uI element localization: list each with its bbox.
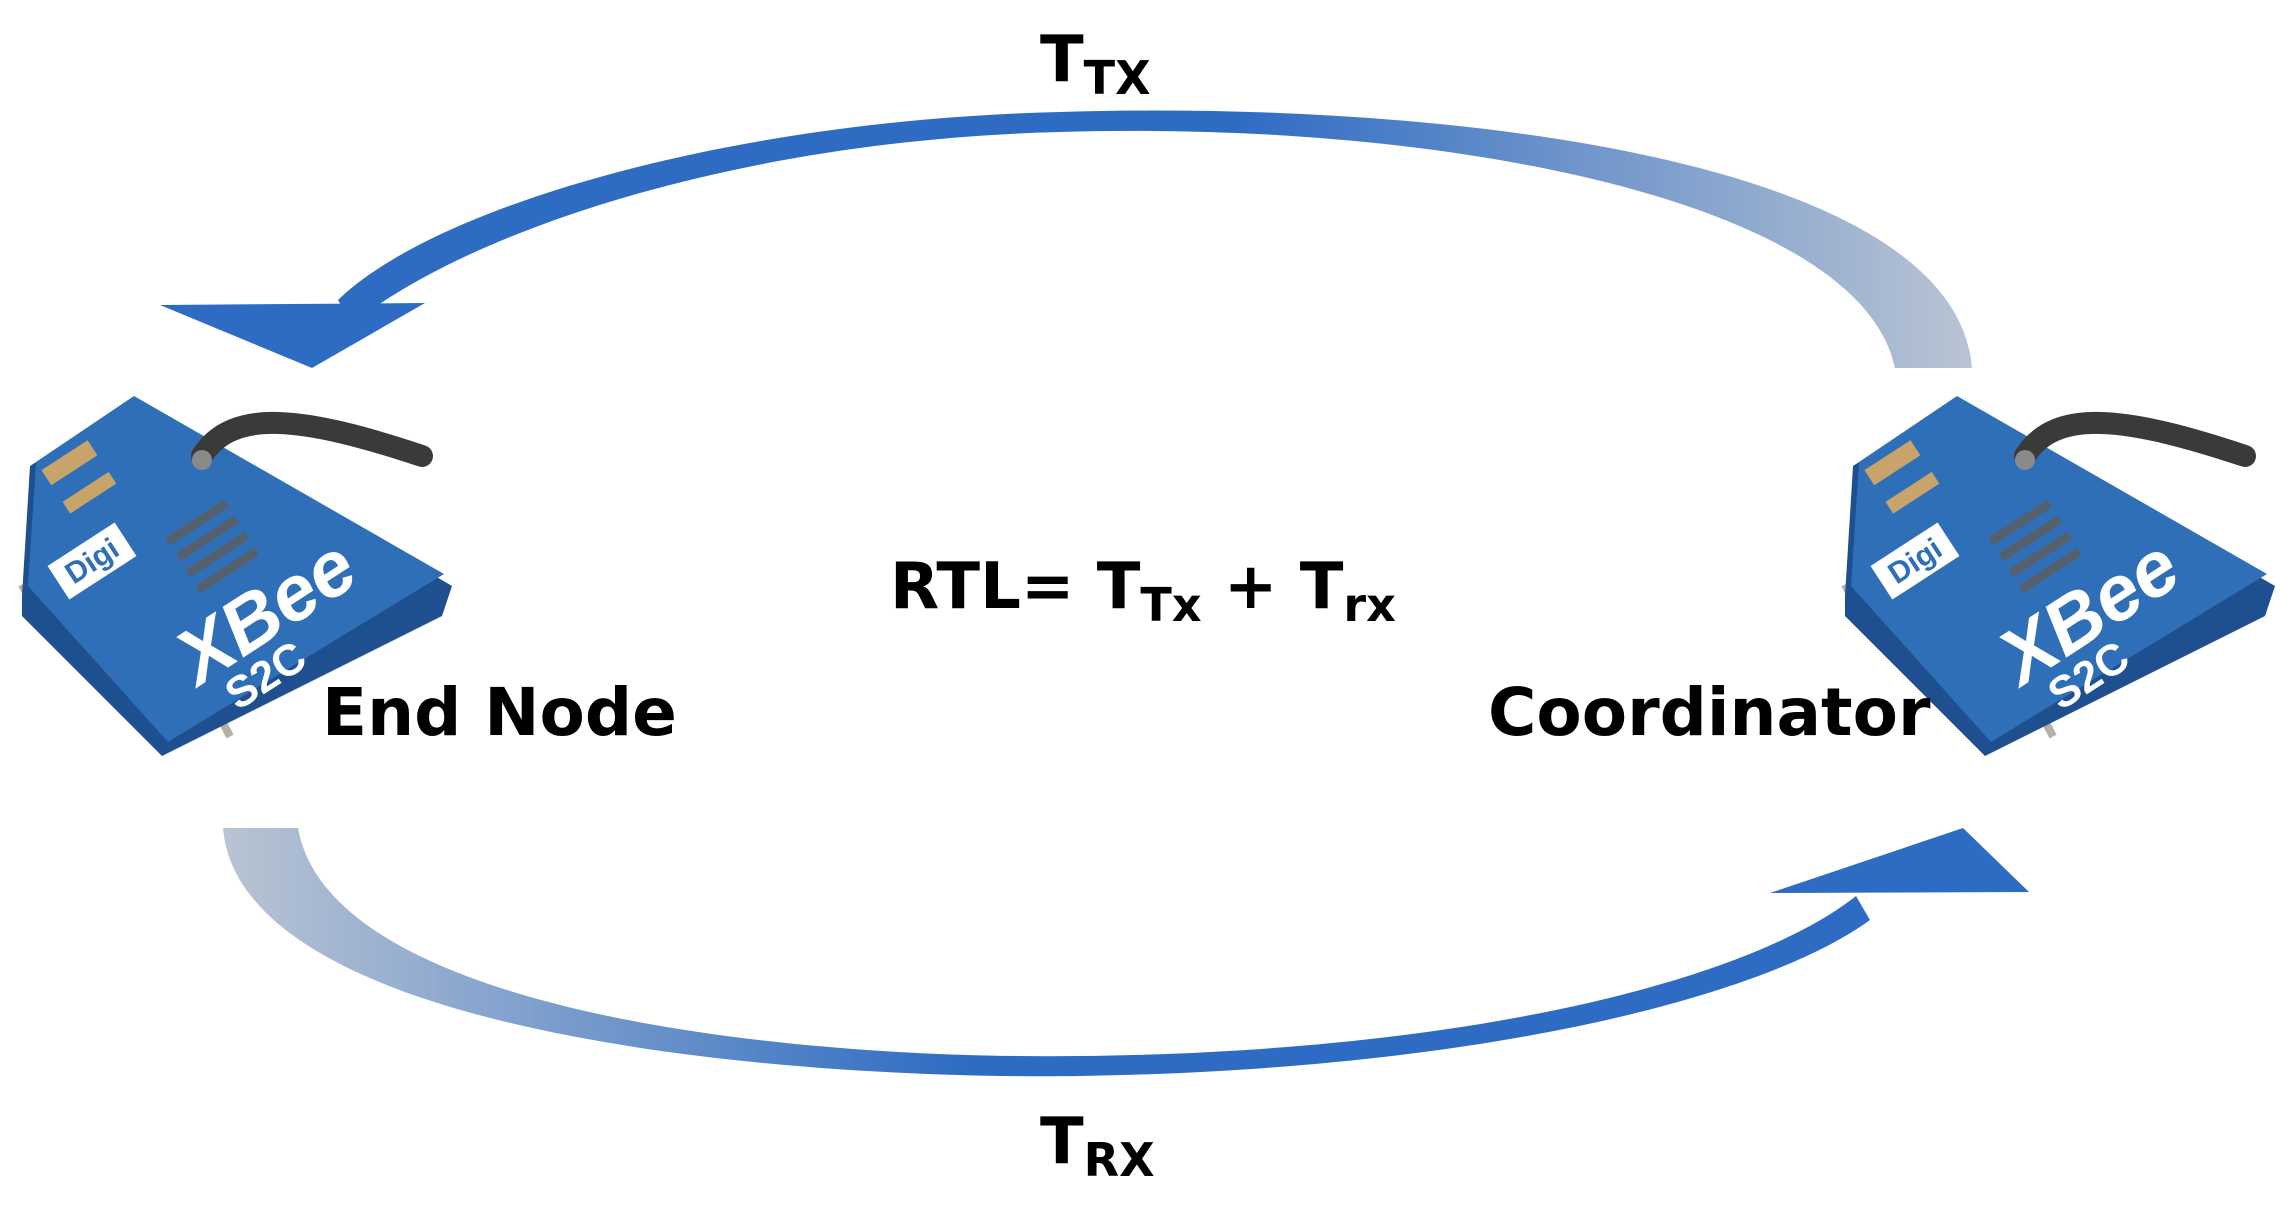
top-arrow-body <box>338 110 1972 368</box>
bottom-arrow-body <box>223 828 1870 1077</box>
xbee-module-right: Digi XBee S2C <box>1841 396 2275 756</box>
xbee-module-icon: Digi XBee S2C <box>18 396 452 756</box>
rx-time-symbol: T <box>1040 1105 1084 1179</box>
rtl-prefix: RTL= <box>890 550 1097 624</box>
rtl-plus: + <box>1201 550 1300 624</box>
tx-time-symbol: T <box>1040 23 1084 97</box>
bottom-arrow-rx <box>223 828 2029 1077</box>
rtl-term2-subscript: rx <box>1343 577 1396 632</box>
tx-time-label: TTX <box>1040 28 1151 101</box>
coordinator-label: Coordinator <box>1488 674 1931 751</box>
rtl-term2-symbol: T <box>1299 550 1344 624</box>
rtl-term1-subscript: Tx <box>1140 577 1202 632</box>
xbee-module-icon: Digi XBee S2C <box>1841 396 2275 756</box>
bottom-arrow-head <box>1770 828 2029 893</box>
xbee-module-left: Digi XBee S2C <box>18 396 452 756</box>
rx-time-subscript: RX <box>1083 1132 1155 1187</box>
top-arrow-head <box>160 303 425 368</box>
end-node-label: End Node <box>322 674 677 751</box>
top-arrow-tx <box>160 110 1972 368</box>
rtl-term1-symbol: T <box>1096 550 1141 624</box>
rtl-formula: RTL= TTx + Trx <box>890 555 1396 628</box>
rx-time-label: TRX <box>1040 1110 1155 1183</box>
tx-time-subscript: TX <box>1083 50 1151 105</box>
